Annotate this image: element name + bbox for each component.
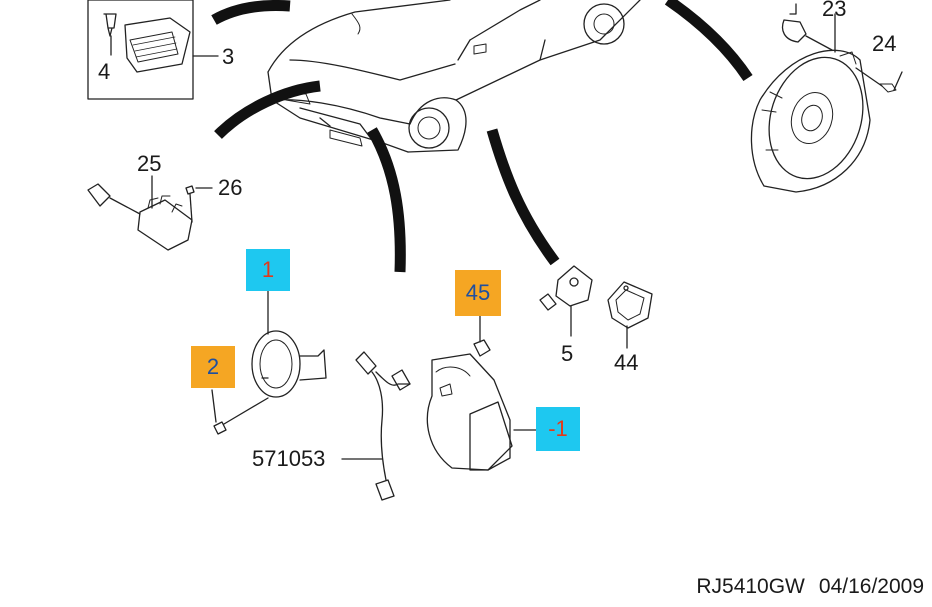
tag-horn-upper[interactable]: 1 — [246, 249, 290, 291]
horn-right — [426, 315, 537, 471]
drawing-footer: RJ5410GW 04/16/2009 — [696, 575, 924, 599]
callout-571053[interactable]: 571053 — [252, 446, 326, 471]
map-lamp-inset — [87, 0, 219, 100]
callout-25[interactable]: 25 — [137, 151, 162, 176]
cover-44 — [607, 281, 653, 349]
horn-left — [211, 289, 327, 435]
callout-3[interactable]: 3 — [222, 44, 235, 69]
tag-horn-right[interactable]: -1 — [536, 407, 580, 451]
callout-23[interactable]: 23 — [822, 0, 847, 21]
tag-bolt-2[interactable]: 2 — [191, 346, 235, 388]
callout-4[interactable]: 4 — [98, 59, 111, 84]
module-25 — [87, 175, 213, 251]
leader-swooshes — [211, 0, 753, 273]
callout-5[interactable]: 5 — [561, 341, 574, 366]
callout-24[interactable]: 24 — [872, 31, 897, 56]
callout-44[interactable]: 44 — [614, 350, 639, 375]
sensor-5 — [539, 265, 593, 337]
callout-26[interactable]: 26 — [218, 175, 243, 200]
tag-nut-45[interactable]: 45 — [455, 270, 501, 316]
drawing-code: RJ5410GW — [696, 575, 805, 598]
speaker-assembly — [750, 3, 903, 193]
drawing-date: 04/16/2009 — [818, 575, 924, 598]
vehicle-outline — [267, 0, 641, 153]
wire-harness — [341, 351, 411, 501]
